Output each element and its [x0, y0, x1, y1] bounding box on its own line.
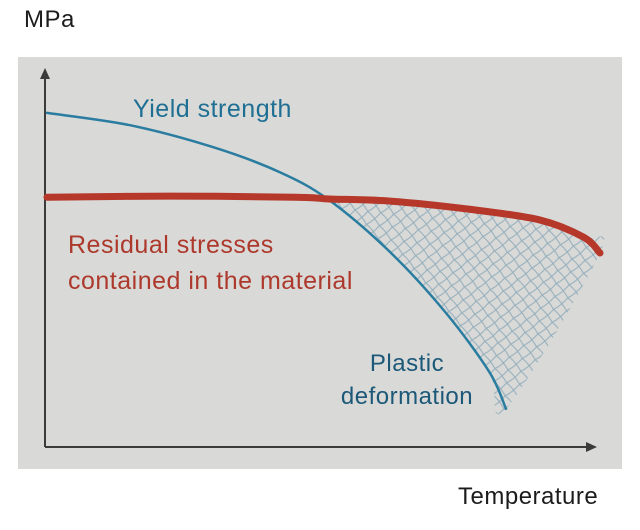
plot-panel: Yield strength Residual stresses contain… [18, 57, 622, 469]
y-axis-unit-label: MPa [24, 6, 75, 33]
residual-stresses-label-line2: contained in the material [68, 267, 353, 295]
x-axis-label: Temperature [458, 483, 599, 510]
plastic-deformation-label: Plastic deformation [316, 347, 498, 413]
plot-svg [40, 68, 605, 452]
y-axis-arrow-icon [40, 68, 50, 79]
x-axis-arrow-icon [586, 442, 597, 452]
residual-stresses-label-line1: Residual stresses [68, 231, 274, 259]
residual-curve [43, 192, 604, 257]
plastic-hatch-region [329, 199, 605, 415]
yield-strength-label: Yield strength [133, 95, 292, 123]
plastic-deformation-label-line1: Plastic [369, 350, 445, 377]
plastic-deformation-label-line2: deformation [340, 383, 474, 410]
residual-stresses-label: Residual stresses contained in the mater… [68, 227, 353, 299]
